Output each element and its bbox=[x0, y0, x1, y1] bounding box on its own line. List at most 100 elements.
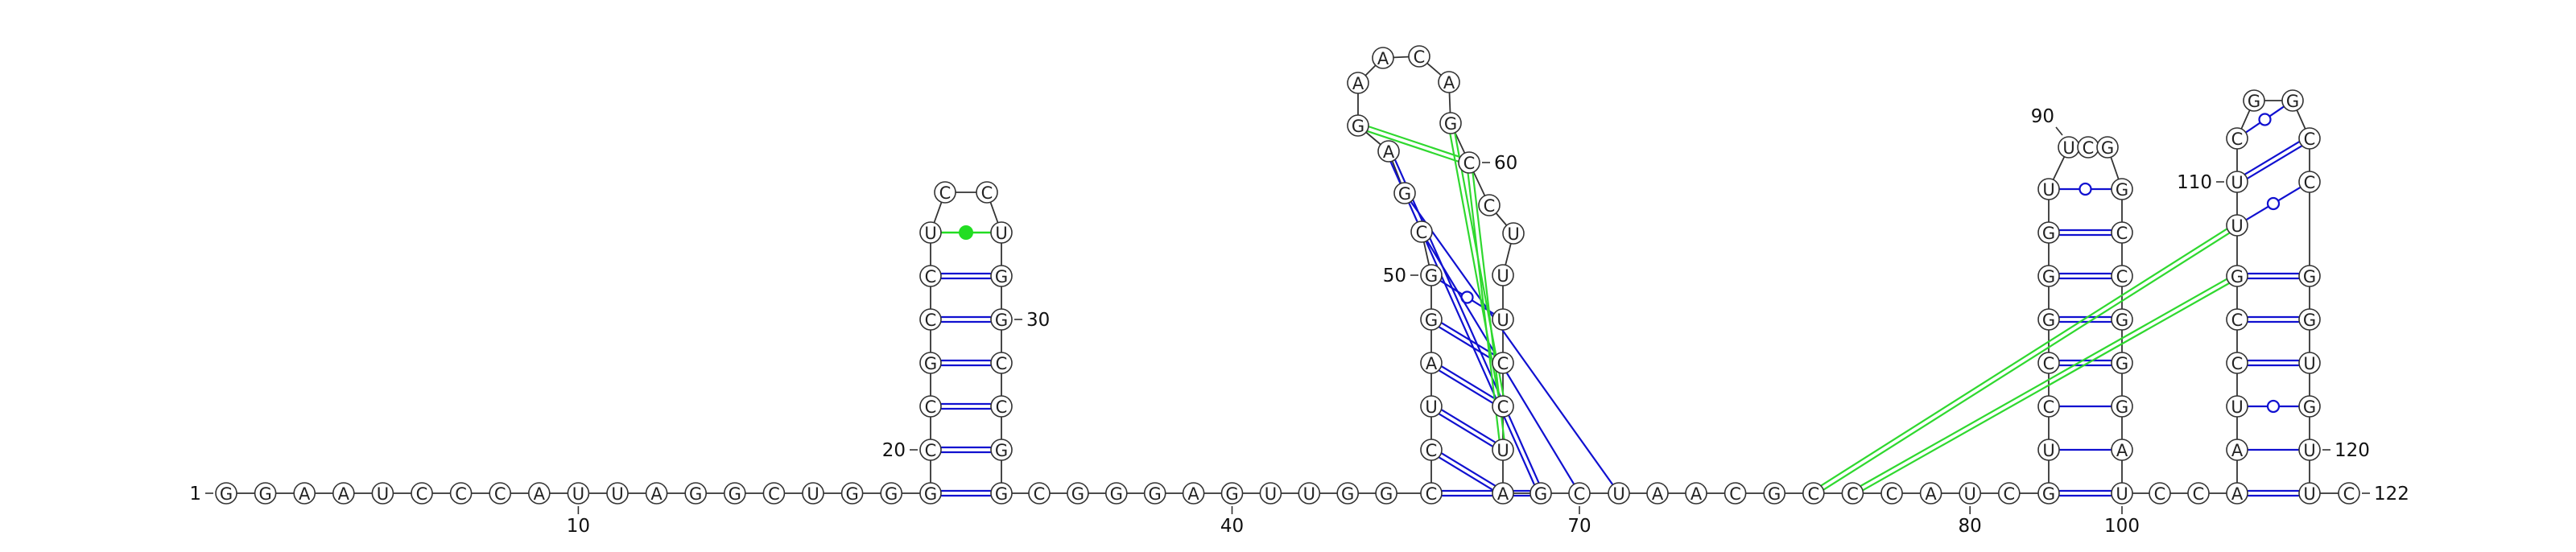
nucleotide-letter: G bbox=[1425, 266, 1438, 286]
nucleotide-101: C bbox=[2149, 482, 2171, 505]
nucleotide-115: C bbox=[2298, 171, 2321, 193]
nucleotide-circle bbox=[1375, 482, 1397, 505]
base-pair-110-114 bbox=[2244, 141, 2302, 179]
nucleotide-letter: C bbox=[1426, 441, 1438, 460]
nucleotide-13: G bbox=[684, 482, 708, 505]
nucleotide-121: U bbox=[2298, 482, 2321, 505]
nucleotide-letter: A bbox=[1426, 354, 1438, 373]
nucleotide-circle bbox=[1646, 482, 1669, 505]
nucleotide-circle bbox=[919, 308, 942, 331]
nucleotide-104: A bbox=[2226, 439, 2248, 461]
nucleotide-circle bbox=[2226, 308, 2248, 331]
nucleotide-circle bbox=[1502, 222, 1525, 245]
nucleotide-letter: C bbox=[2043, 398, 2055, 417]
nucleotide-letter: C bbox=[2231, 130, 2244, 149]
nucleotide-letter: C bbox=[939, 183, 952, 203]
nucleotide-7: C bbox=[449, 482, 473, 505]
nucleotide-letter: C bbox=[1807, 484, 1819, 504]
position-number: 40 bbox=[1220, 516, 1244, 537]
nucleotide-circle bbox=[919, 352, 942, 374]
nucleotide-100: U bbox=[2111, 482, 2133, 505]
nucleotide-circle bbox=[254, 482, 277, 505]
nucleotide-letter: U bbox=[1496, 266, 1509, 286]
nucleotide-99: A bbox=[2111, 439, 2133, 461]
nucleotide-letter: G bbox=[2042, 311, 2055, 330]
position-label-20: 20 bbox=[882, 440, 918, 461]
nucleotide-circle bbox=[1919, 482, 1942, 505]
position-label-120: 120 bbox=[2322, 440, 2370, 461]
nucleotide-circle bbox=[2226, 171, 2248, 193]
nucleotide-93: G bbox=[2111, 178, 2133, 200]
nucleotide-3: A bbox=[293, 482, 316, 505]
nucleotide-16: U bbox=[802, 482, 824, 505]
nucleotide-53: A bbox=[1377, 140, 1400, 163]
nucleotide-117: G bbox=[2298, 308, 2321, 331]
nucleotide-letter: U bbox=[2231, 173, 2243, 192]
nucleotide-circle bbox=[293, 482, 316, 505]
nucleotide-circle bbox=[332, 482, 355, 505]
nucleotide-circle bbox=[2243, 89, 2265, 112]
nucleotide-90: U bbox=[2058, 136, 2080, 159]
nucleotide-circle bbox=[990, 352, 1013, 374]
nucleotide-circle bbox=[1763, 482, 1785, 505]
nucleotide-letter: C bbox=[1416, 223, 1428, 242]
nucleotide-letter: G bbox=[2116, 180, 2128, 200]
nucleotide-circle bbox=[723, 482, 746, 505]
nucleotide-84: C bbox=[2037, 395, 2060, 418]
nucleotide-circle bbox=[1478, 194, 1501, 216]
base-pair-103-121 bbox=[2248, 489, 2299, 497]
nucleotide-52: G bbox=[1393, 182, 1416, 204]
nucleotide-103: A bbox=[2226, 482, 2248, 505]
nucleotide-122: C bbox=[2338, 482, 2360, 505]
nucleotide-65: C bbox=[1492, 352, 1514, 374]
nucleotide-letter: G bbox=[2042, 267, 2055, 286]
nucleotide-57: C bbox=[1408, 45, 1430, 68]
nucleotide-letter: C bbox=[2231, 354, 2244, 373]
nucleotide-circle bbox=[2226, 265, 2248, 287]
nucleotide-circle bbox=[1420, 352, 1443, 374]
nucleotide-34: G bbox=[990, 482, 1013, 505]
nucleotide-circle bbox=[990, 482, 1013, 505]
nucleotide-60: C bbox=[1458, 151, 1480, 174]
nucleotide-18: G bbox=[880, 482, 902, 505]
nucleotide-circle bbox=[2111, 178, 2133, 200]
nucleotide-80: U bbox=[1959, 482, 1981, 505]
nucleotide-circle bbox=[2338, 482, 2360, 505]
nucleotide-113: G bbox=[2281, 89, 2304, 112]
nucleotide-letter: U bbox=[924, 224, 936, 243]
nucleotide-29: G bbox=[990, 265, 1013, 287]
nucleotide-letter: G bbox=[2101, 138, 2114, 158]
nucleotide-47: U bbox=[1420, 395, 1443, 418]
nucleotide-letter: A bbox=[1377, 49, 1389, 68]
nucleotide-circle bbox=[1347, 114, 1369, 137]
position-label-110: 110 bbox=[2177, 172, 2224, 193]
nucleotide-21: C bbox=[919, 395, 942, 418]
nucleotide-letter: G bbox=[995, 311, 1008, 330]
nucleotide-letter: G bbox=[1071, 484, 1084, 504]
nucleotide-circle bbox=[527, 482, 551, 505]
nucleotide-23: C bbox=[919, 308, 942, 331]
nucleotide-83: U bbox=[2037, 439, 2060, 461]
nucleotide-letter: U bbox=[377, 484, 389, 504]
nucleotide-circle bbox=[1841, 482, 1864, 505]
nucleotide-20: C bbox=[919, 439, 942, 461]
position-label-80: 80 bbox=[1959, 506, 1982, 537]
base-pair-48-66 bbox=[1438, 365, 1496, 404]
nucleotide-25: U bbox=[919, 221, 942, 244]
nucleotide-letter: G bbox=[845, 484, 858, 504]
nucleotide-circle bbox=[2111, 482, 2133, 505]
position-number: 70 bbox=[1567, 516, 1591, 537]
base-pair-106-118 bbox=[2248, 359, 2299, 367]
nucleotide-letter: C bbox=[416, 484, 428, 504]
nucleotide-circle bbox=[645, 482, 668, 505]
base-pair-54-60 bbox=[1367, 126, 1460, 163]
base-pair-53-69 bbox=[1389, 159, 1540, 485]
nucleotide-circle bbox=[2298, 352, 2321, 374]
nucleotide-circle bbox=[2037, 352, 2060, 374]
nucleotide-circle bbox=[2111, 439, 2133, 461]
nucleotide-circle bbox=[1410, 220, 1433, 243]
nucleotide-40: G bbox=[1220, 482, 1244, 505]
nucleotide-85: C bbox=[2037, 352, 2060, 374]
nucleotide-circle bbox=[371, 482, 394, 505]
